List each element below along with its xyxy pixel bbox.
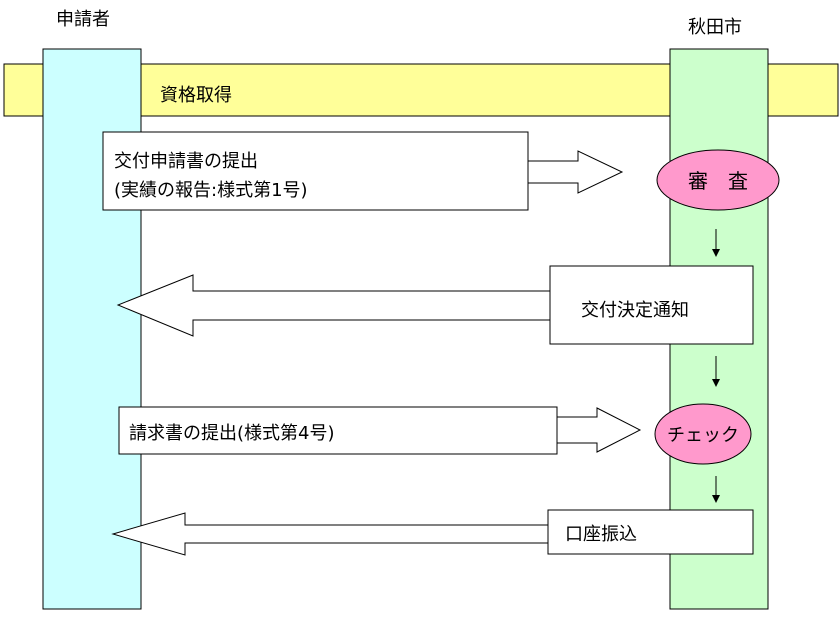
decision-label: 交付決定通知 xyxy=(581,300,689,321)
decision-arrow xyxy=(116,274,553,337)
transfer-arrow xyxy=(111,512,548,556)
check-label: チェック xyxy=(667,425,739,446)
application-arrow xyxy=(528,150,624,194)
application-box xyxy=(102,131,529,211)
city-lane-title: 秋田市 xyxy=(688,17,742,38)
transfer-box xyxy=(547,509,754,555)
review-label: 審 査 xyxy=(688,169,748,193)
claim-arrow xyxy=(557,407,642,453)
qualification-band-label: 資格取得 xyxy=(160,85,232,106)
down-arrow-3 xyxy=(712,476,720,503)
decision-box xyxy=(549,265,754,345)
review-ellipse xyxy=(656,149,780,211)
transfer-label: 口座振込 xyxy=(565,524,637,545)
down-arrow-2 xyxy=(712,356,720,387)
down-arrow-1 xyxy=(712,229,720,257)
application-label-line1: 交付申請書の提出 xyxy=(114,151,258,172)
application-label-line2: (実績の報告:様式第1号) xyxy=(114,180,308,201)
applicant-lane-title: 申請者 xyxy=(56,9,110,30)
check-ellipse xyxy=(654,403,752,465)
claim-box xyxy=(118,406,558,455)
claim-label: 請求書の提出(様式第4号) xyxy=(129,423,335,444)
